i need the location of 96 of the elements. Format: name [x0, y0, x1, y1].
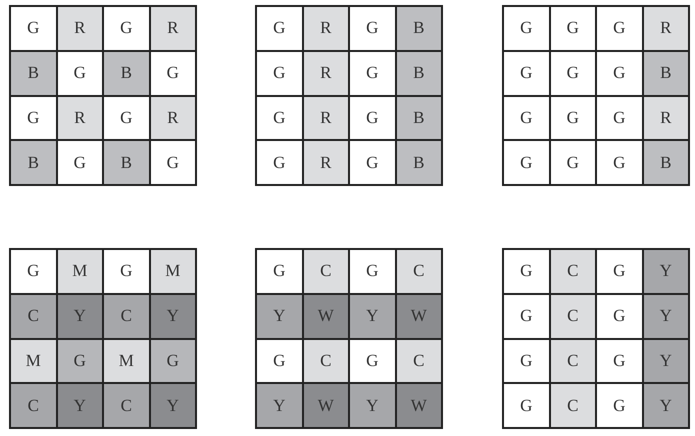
filter-cell: Y: [642, 249, 689, 294]
filter-cell: C: [10, 383, 56, 428]
filter-cell: G: [596, 338, 642, 384]
filter-cell: G: [103, 249, 150, 294]
filter-cell: G: [503, 96, 550, 140]
filter-cell: C: [302, 249, 349, 294]
filter-cell: G: [256, 96, 302, 140]
filter-cell: G: [56, 50, 103, 96]
filter-cell: C: [396, 338, 442, 384]
filter-cell: G: [349, 96, 396, 140]
filter-cell: R: [302, 140, 349, 185]
filter-cell: B: [642, 50, 689, 96]
filter-cell: W: [302, 383, 349, 428]
filter-cell: Y: [349, 383, 396, 428]
filter-cell: G: [550, 50, 596, 96]
filter-cell: C: [103, 383, 150, 428]
filter-cell: G: [349, 6, 396, 51]
filter-cell: G: [349, 338, 396, 384]
filter-cell: G: [10, 6, 56, 51]
filter-cell: R: [642, 6, 689, 51]
filter-cell: R: [56, 96, 103, 140]
filter-cell: G: [596, 140, 642, 185]
filter-cell: Y: [256, 294, 302, 338]
filter-cell: G: [596, 249, 642, 294]
filter-cell: B: [10, 50, 56, 96]
filter-cell: G: [503, 249, 550, 294]
filter-cell: B: [396, 96, 442, 140]
filter-cell: R: [302, 50, 349, 96]
filter-cell: C: [396, 249, 442, 294]
filter-cell: Y: [56, 383, 103, 428]
filter-cell: G: [550, 96, 596, 140]
filter-cell: W: [302, 294, 349, 338]
filter-cell: G: [550, 140, 596, 185]
filter-cell: G: [349, 249, 396, 294]
filter-cell: G: [596, 294, 642, 338]
filter-cell: Y: [642, 338, 689, 384]
filter-cell: G: [596, 96, 642, 140]
filter-cell: G: [256, 50, 302, 96]
filter-cell: Y: [642, 383, 689, 428]
filter-cell: G: [256, 338, 302, 384]
filter-cell: G: [503, 6, 550, 51]
filter-cell: G: [503, 383, 550, 428]
filter-cell: G: [103, 96, 150, 140]
filter-cell: W: [396, 383, 442, 428]
filter-cell: Y: [56, 294, 103, 338]
filter-cell: B: [396, 50, 442, 96]
filter-cell: G: [596, 50, 642, 96]
filter-cell: B: [396, 140, 442, 185]
filter-cell: R: [56, 6, 103, 51]
filter-cell: C: [10, 294, 56, 338]
filter-cell: B: [103, 140, 150, 185]
filter-cell: G: [550, 6, 596, 51]
filter-cell: Y: [642, 294, 689, 338]
filter-cell: G: [349, 140, 396, 185]
filter-cell: G: [596, 383, 642, 428]
filter-cell: G: [349, 50, 396, 96]
filter-cell: C: [103, 294, 150, 338]
filter-cell: G: [150, 338, 196, 384]
filter-cell: G: [596, 6, 642, 51]
filter-cell: W: [396, 294, 442, 338]
filter-cell: B: [10, 140, 56, 185]
filter-cell: C: [550, 249, 596, 294]
filter-cell: G: [150, 140, 196, 185]
filter-cell: G: [503, 294, 550, 338]
filter-cell: R: [302, 96, 349, 140]
filter-cell: B: [396, 6, 442, 51]
filter-cell: C: [302, 338, 349, 384]
filter-cell: M: [10, 338, 56, 384]
filter-cell: G: [256, 140, 302, 185]
filter-cell: R: [150, 6, 196, 51]
filter-cell: B: [103, 50, 150, 96]
filter-cell: R: [150, 96, 196, 140]
filter-cell: C: [550, 294, 596, 338]
filter-cell: M: [56, 249, 103, 294]
filter-cell: C: [550, 338, 596, 384]
filter-cell: Y: [150, 294, 196, 338]
filter-cell: G: [503, 140, 550, 185]
filter-cell: C: [550, 383, 596, 428]
filter-cell: G: [56, 338, 103, 384]
filter-cell: M: [103, 338, 150, 384]
filter-cell: Y: [256, 383, 302, 428]
filter-cell: M: [150, 249, 196, 294]
filter-cell: G: [150, 50, 196, 96]
filter-cell: G: [503, 338, 550, 384]
filter-cell: G: [103, 6, 150, 51]
filter-cell: G: [10, 249, 56, 294]
filter-cell: G: [10, 96, 56, 140]
filter-cell: G: [503, 50, 550, 96]
filter-cell: R: [642, 96, 689, 140]
filter-cell: B: [642, 140, 689, 185]
filter-cell: G: [256, 6, 302, 51]
filter-cell: R: [302, 6, 349, 51]
filter-cell: Y: [150, 383, 196, 428]
filter-cell: G: [256, 249, 302, 294]
filter-cell: G: [56, 140, 103, 185]
filter-cell: Y: [349, 294, 396, 338]
